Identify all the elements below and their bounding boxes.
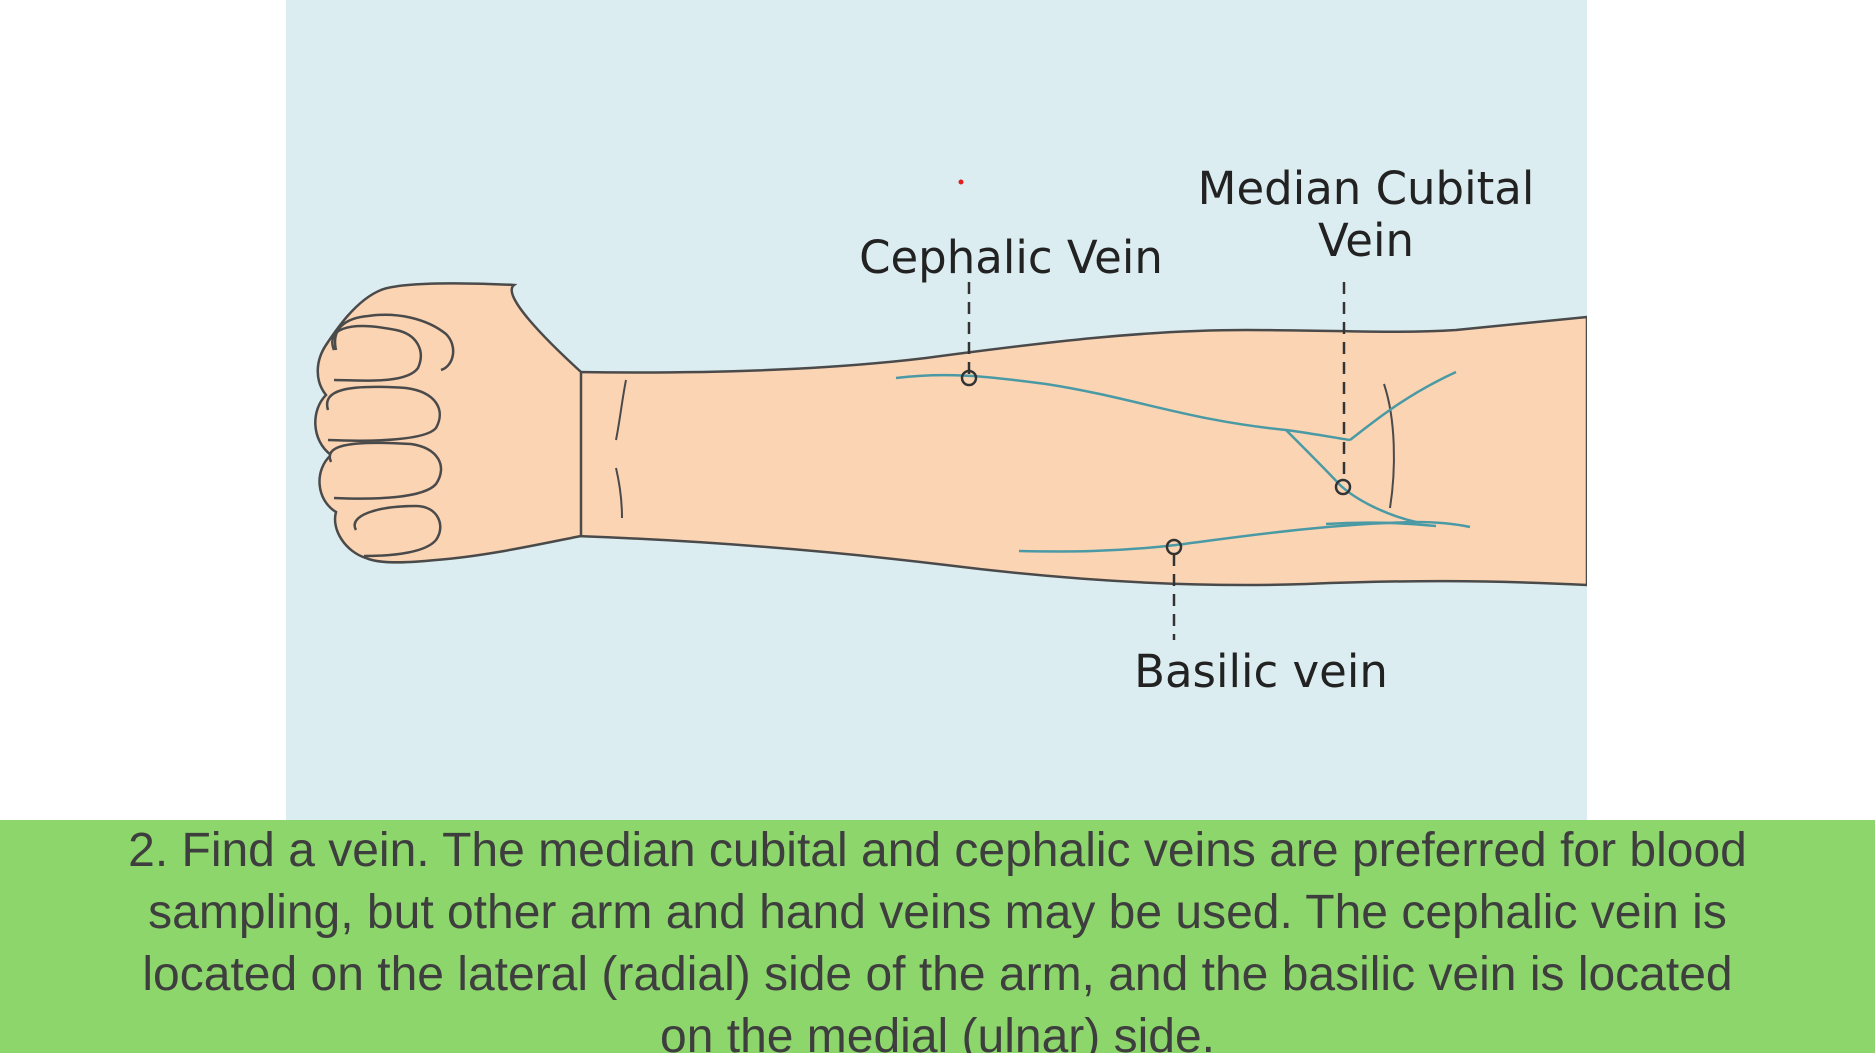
basilic-marker <box>1165 538 1183 556</box>
wrist-crease <box>615 467 623 519</box>
cephalic-vein-label: Cephalic Vein <box>859 231 1163 284</box>
basilic-vein-label: Basilic vein <box>1134 645 1388 698</box>
basilic-vein-branch <box>1325 521 1437 528</box>
caption-bar: 2. Find a vein. The median cubital and c… <box>0 820 1875 1053</box>
median-cubital-vein-label: Median Cubital Vein <box>1197 162 1535 267</box>
arm-illustration <box>314 179 1587 640</box>
elbow-crease <box>1383 383 1395 509</box>
median-cubital-vein-line <box>1285 429 1417 524</box>
red-dot <box>958 179 964 185</box>
median-cubital-marker <box>1334 478 1352 496</box>
finger-4 <box>353 504 442 558</box>
arm-shape <box>574 315 1587 587</box>
cephalic-marker <box>960 369 978 387</box>
cephalic-vein-line <box>895 373 1351 442</box>
basilic-vein-line <box>1018 520 1471 553</box>
finger-3 <box>328 441 443 500</box>
vein-branch-upper <box>1349 370 1457 441</box>
arm-vein-diagram: Cephalic Vein Median Cubital Vein Basili… <box>286 0 1587 820</box>
caption-text: 2. Find a vein. The median cubital and c… <box>128 824 1747 1053</box>
thumb <box>333 313 455 372</box>
finger-2 <box>325 385 441 442</box>
finger-1 <box>331 324 422 382</box>
wrist-crease <box>615 379 627 441</box>
